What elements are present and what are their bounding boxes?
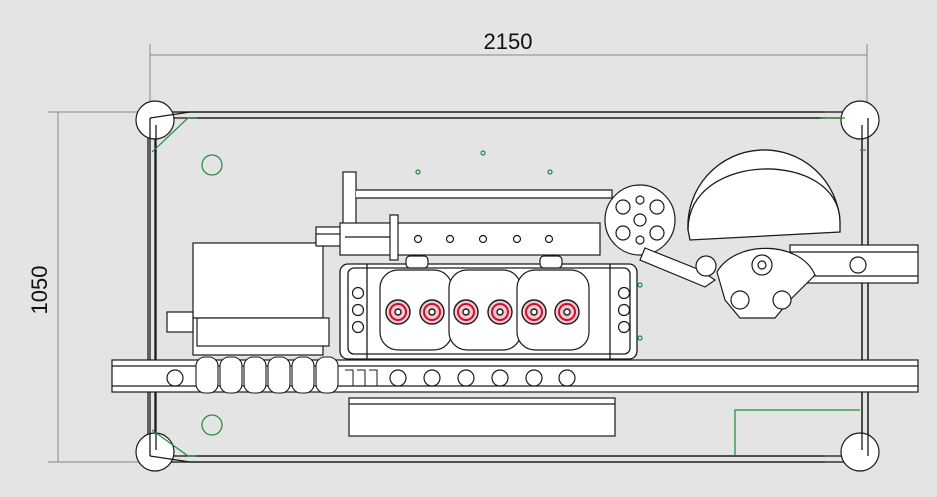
upper-hole-bar — [339, 214, 601, 261]
machine-frame — [147, 111, 869, 463]
frame-green-corners — [151, 117, 866, 457]
frame-inner-border — [149, 111, 869, 463]
capping-head-4 — [487, 299, 513, 325]
dome-hopper — [687, 149, 841, 241]
height-dimension — [48, 111, 150, 463]
width-dimension-label: 2150 — [484, 29, 533, 54]
cap-turret — [604, 184, 676, 256]
corner-feet — [135, 100, 880, 472]
lower-bar — [348, 397, 616, 437]
capping-head-5 — [521, 299, 547, 325]
capping-head-2 — [419, 299, 445, 325]
conveyor-containers — [195, 356, 339, 394]
turret-arm — [639, 247, 717, 288]
conveyor-rollers — [166, 369, 576, 387]
capping-hoods — [379, 255, 590, 351]
capping-head-6 — [554, 299, 580, 325]
green-indicators — [637, 282, 643, 341]
capping-head-3 — [453, 299, 479, 325]
plate-side-holes — [351, 286, 631, 334]
star-wheel — [716, 247, 816, 319]
capping-heads — [385, 299, 580, 325]
left-box-unit — [166, 242, 330, 356]
upper-bar-holes — [413, 234, 554, 244]
width-dimension — [149, 44, 868, 110]
height-dimension-label: 1050 — [27, 266, 52, 315]
capping-head-1 — [385, 299, 411, 325]
reference-holes — [201, 150, 553, 436]
